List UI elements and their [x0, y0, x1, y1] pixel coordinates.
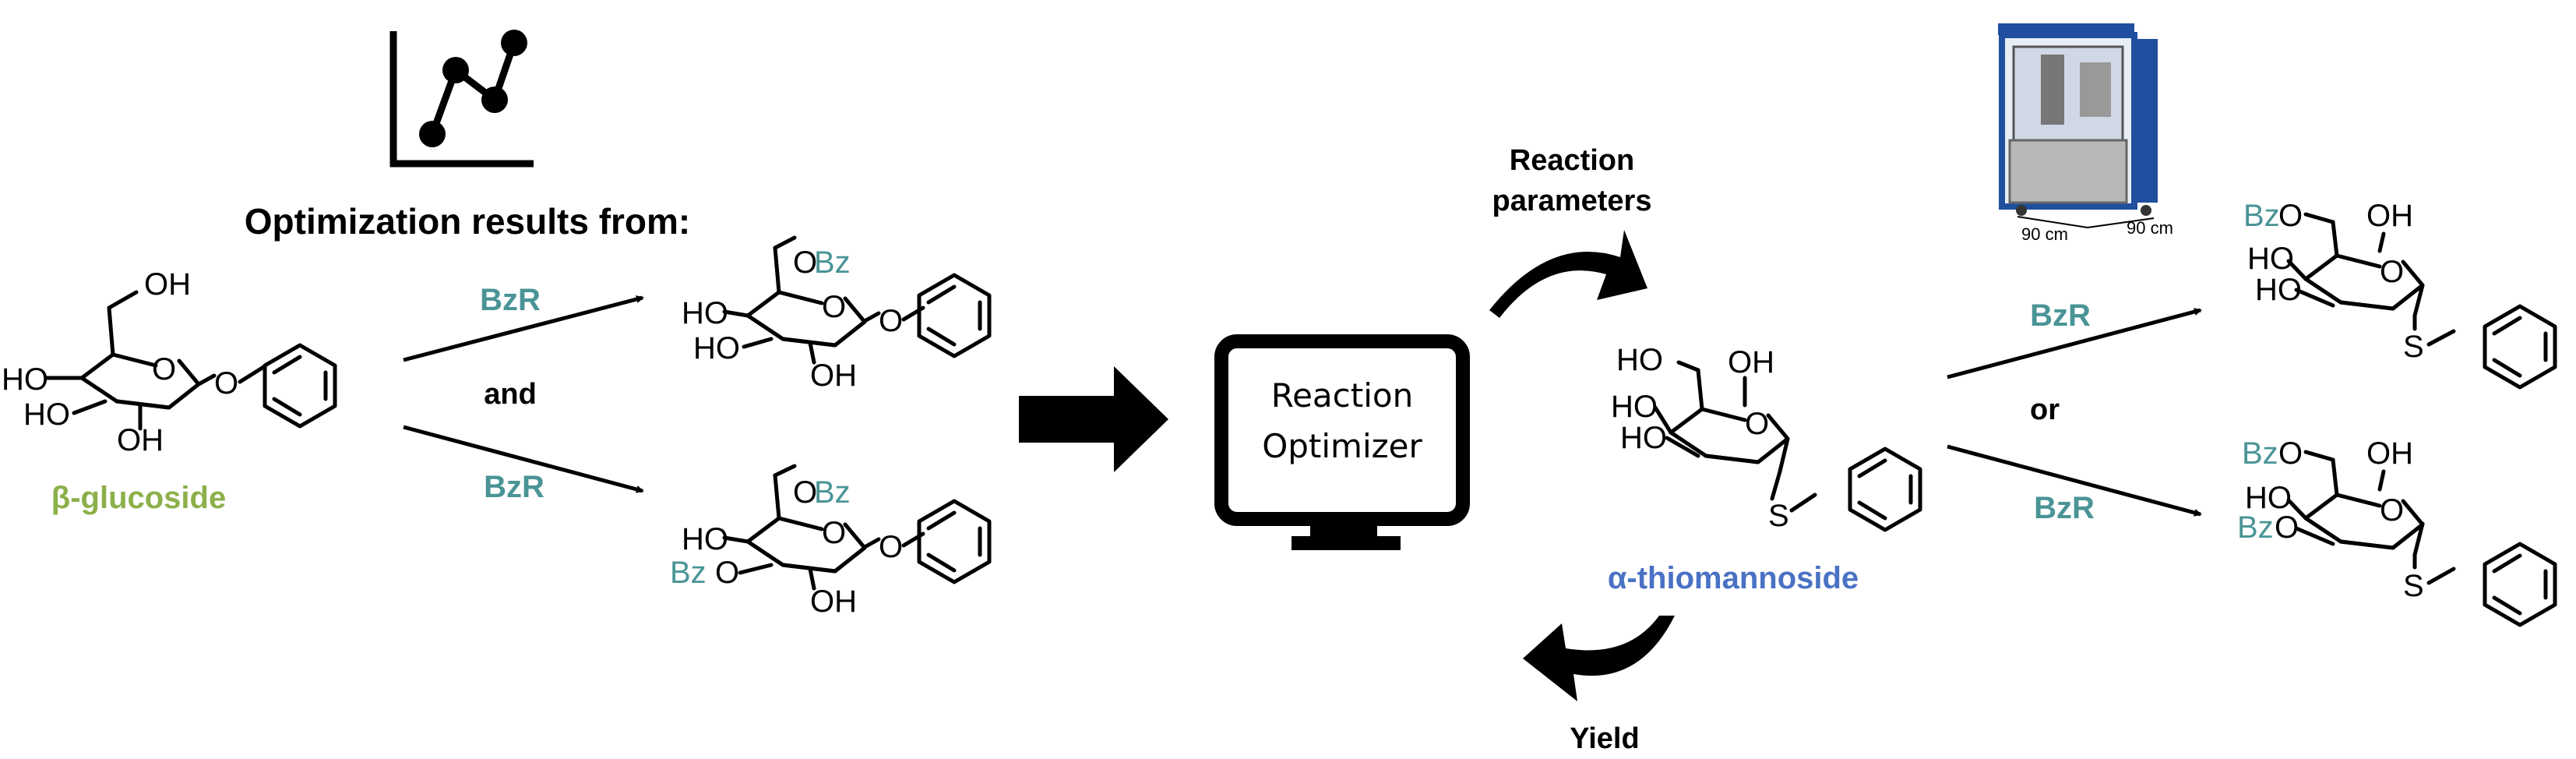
product-arrow-upper: [1947, 308, 2202, 380]
atom-oh: OH: [2366, 199, 2413, 233]
atom-o: O: [793, 475, 817, 510]
reaction-arrow-lower: [403, 425, 644, 493]
atom-bz: Bz: [670, 556, 707, 590]
atom-ring-o: O: [822, 516, 846, 550]
atom-ho: HO: [23, 397, 70, 432]
atom-ho: HO: [682, 522, 728, 556]
atom-ho: HO: [682, 296, 728, 330]
atom-ho: HO: [1611, 390, 1658, 424]
beta-glucoside-structure: OH O HO HO OH O: [2, 267, 335, 457]
atom-oh: OH: [1728, 345, 1774, 380]
yield-label: Yield: [1570, 722, 1639, 755]
atom-ho: HO: [2247, 242, 2294, 276]
atom-ring-o: O: [152, 352, 176, 387]
glucoside-6-obz-structure: O Bz O HO HO OH O: [682, 235, 989, 393]
params-label-line1: Reaction: [1510, 144, 1634, 177]
atom-oh: OH: [117, 423, 164, 457]
atom-bz: Bz: [814, 245, 851, 280]
atom-o: O: [879, 530, 903, 564]
atom-ring-o: O: [2380, 255, 2404, 289]
robot-dimension-2: 90 cm: [2127, 218, 2173, 238]
atom-oh: OH: [810, 358, 857, 393]
atom-oh: OH: [810, 584, 857, 619]
atom-oh: OH: [144, 267, 191, 302]
product-arrow-lower: [1947, 444, 2202, 517]
robot-dimension-1: 90 cm: [2021, 224, 2068, 244]
optimizer-label-line2: Optimizer: [1262, 427, 1422, 465]
parameters-arrow: [1489, 230, 1647, 318]
atom-ho: HO: [693, 331, 740, 365]
atom-ring-o: O: [1745, 407, 1769, 441]
atom-o: O: [214, 366, 238, 401]
reaction-optimizer-monitor: [1214, 334, 1470, 550]
flow-arrow: [1019, 366, 1168, 472]
and-label: and: [484, 378, 537, 411]
atom-o: O: [715, 556, 739, 590]
alpha-thiomannoside-structure: HO OH O HO HO S: [1611, 343, 1920, 533]
atom-s: S: [2403, 330, 2424, 364]
atom-bz: Bz: [2243, 199, 2280, 233]
atom-ring-o: O: [2380, 493, 2404, 528]
atom-o: O: [793, 245, 817, 280]
beta-glucoside-label: β-glucoside: [51, 481, 226, 515]
thiomannoside-6-obz-structure: Bz O OH O HO HO S: [2243, 199, 2555, 387]
atom-ho: HO: [2245, 481, 2292, 515]
reagent-label-product-lower: BzR: [2034, 491, 2095, 525]
atom-bz: Bz: [814, 475, 851, 510]
or-label: or: [2030, 394, 2060, 426]
reagent-label-upper: BzR: [480, 283, 541, 317]
reagent-label-product-upper: BzR: [2030, 298, 2091, 333]
atom-oh: OH: [2366, 436, 2413, 471]
atom-ho: HO: [2255, 273, 2302, 307]
atom-ho: HO: [1616, 343, 1663, 377]
yield-arrow: [1523, 616, 1675, 701]
reagent-label-lower: BzR: [484, 470, 544, 504]
optimization-heading: Optimization results from:: [245, 201, 690, 242]
glucoside-3-6-dibz-structure: O Bz O HO Bz O OH O: [670, 464, 989, 619]
chart-icon: [389, 30, 534, 168]
alpha-thiomannoside-label: α-thiomannoside: [1608, 561, 1859, 595]
atom-s: S: [1768, 499, 1789, 533]
automated-synthesizer-image: [1998, 23, 2158, 228]
atom-ho: HO: [2, 362, 48, 397]
atom-s: S: [2403, 569, 2424, 603]
atom-ho: HO: [1620, 421, 1667, 455]
reaction-arrow-upper: [403, 295, 644, 362]
atom-bz: Bz: [2242, 436, 2278, 471]
atom-o: O: [2278, 199, 2303, 233]
thiomannoside-3-6-dibz-structure: Bz O OH O HO Bz O S: [2237, 436, 2555, 625]
atom-bz: Bz: [2237, 510, 2274, 545]
params-label-line2: parameters: [1492, 185, 1652, 217]
atom-ring-o: O: [822, 290, 846, 324]
optimizer-label-line1: Reaction: [1271, 376, 1413, 415]
atom-o: O: [2278, 436, 2303, 471]
atom-o: O: [879, 304, 903, 338]
